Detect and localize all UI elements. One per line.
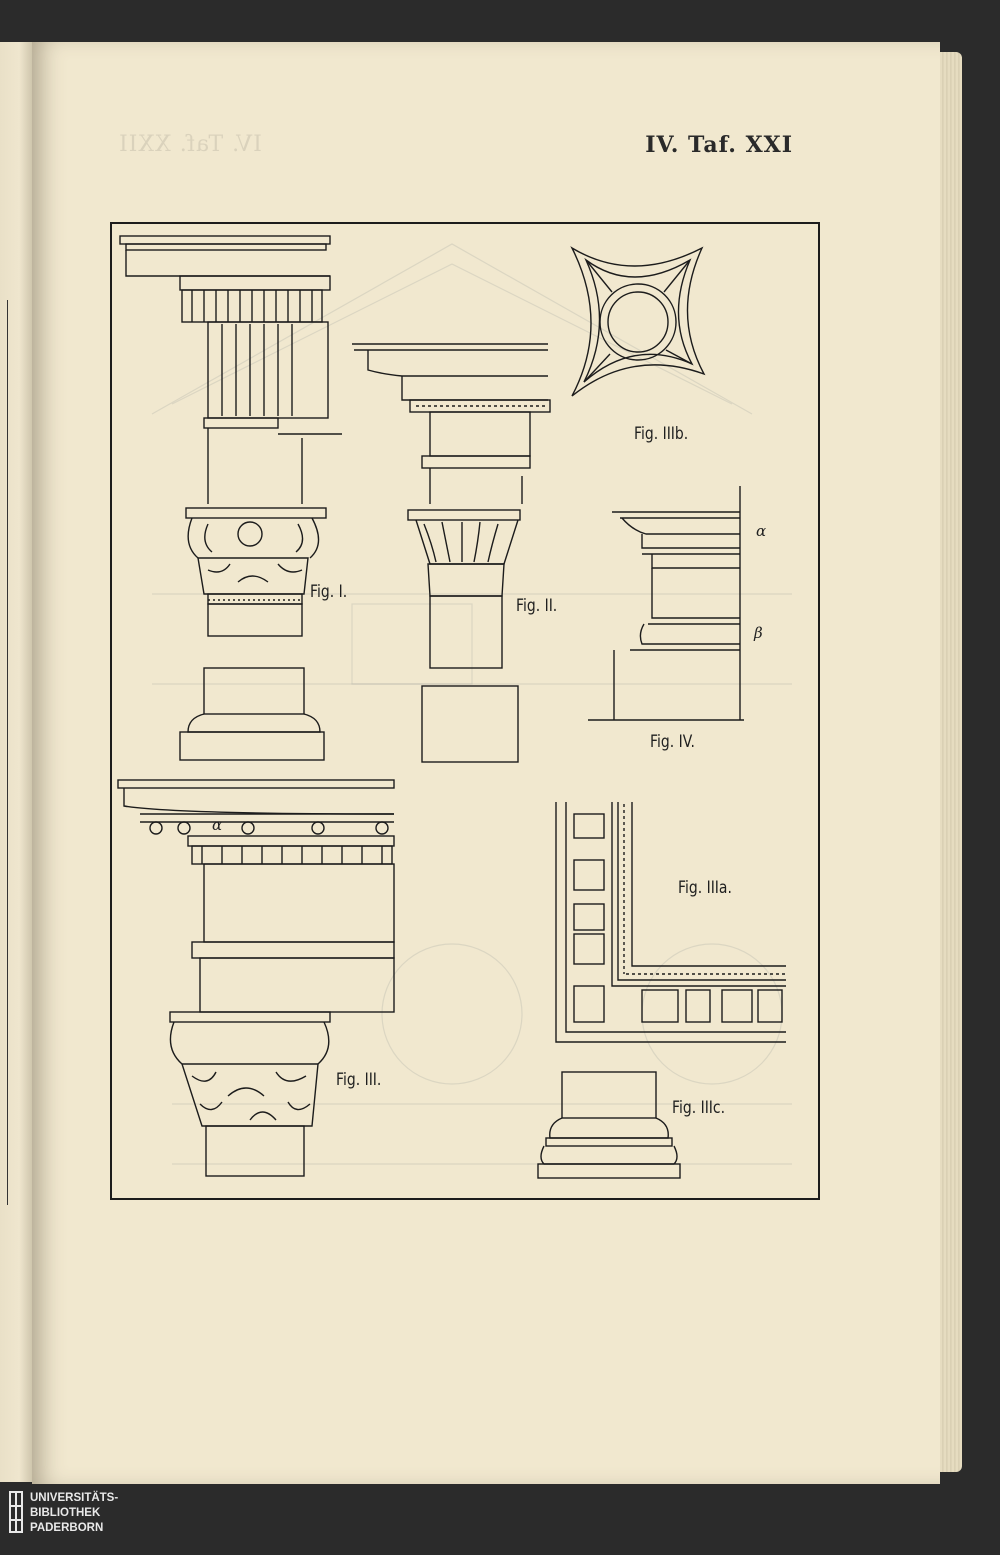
fig-3-label: Fig. III. bbox=[336, 1070, 382, 1090]
library-logo-line-1: UNIVERSITÄTS- bbox=[30, 1492, 119, 1504]
library-logo-line-2: BIBLIOTHEK bbox=[30, 1507, 101, 1519]
book-page bbox=[32, 42, 940, 1484]
library-logo-text: UNIVERSITÄTS- BIBLIOTHEK PADERBORN bbox=[30, 1491, 118, 1536]
fig-4-label: Fig. IV. bbox=[650, 732, 695, 752]
entablature-alpha-mark: α bbox=[212, 816, 223, 834]
plate-title: IV. Taf. XXI bbox=[645, 132, 793, 158]
library-footer: UNIVERSITÄTS- BIBLIOTHEK PADERBORN bbox=[0, 1484, 1000, 1555]
profile-beta-mark: β bbox=[754, 624, 763, 642]
facing-page-edge bbox=[0, 42, 32, 1482]
engraving-plate: Fig. I. Fig. II. Fig. IIIb. Fig. IV. Fig… bbox=[110, 222, 820, 1200]
bleed-through-header: IV. Taf. XXII bbox=[118, 132, 262, 157]
fig-3-drawing bbox=[117, 779, 395, 1177]
fig-3a-drawing bbox=[555, 802, 786, 1043]
fig-3a-label: Fig. IIIa. bbox=[678, 878, 732, 898]
fig-2-label: Fig. II. bbox=[516, 596, 558, 616]
page-edges bbox=[940, 52, 962, 1472]
fig-3c-drawing bbox=[537, 1071, 681, 1179]
facing-page-frame-rule bbox=[0, 300, 8, 1205]
fig-4-drawing bbox=[588, 486, 744, 721]
library-logo-icon bbox=[9, 1491, 23, 1533]
plate-drawings bbox=[117, 235, 792, 1179]
fig-2-drawing bbox=[352, 343, 551, 763]
fig-3c-label: Fig. IIIc. bbox=[672, 1098, 726, 1118]
fig-3b-label: Fig. IIIb. bbox=[634, 424, 689, 444]
fig-3b-drawing bbox=[570, 246, 706, 397]
fig-1-label: Fig. I. bbox=[310, 582, 348, 602]
profile-alpha-mark: α bbox=[756, 522, 767, 540]
fig-1-drawing bbox=[119, 235, 342, 761]
bleed-through-drawing bbox=[151, 243, 792, 1165]
library-logo-line-3: PADERBORN bbox=[30, 1522, 104, 1534]
